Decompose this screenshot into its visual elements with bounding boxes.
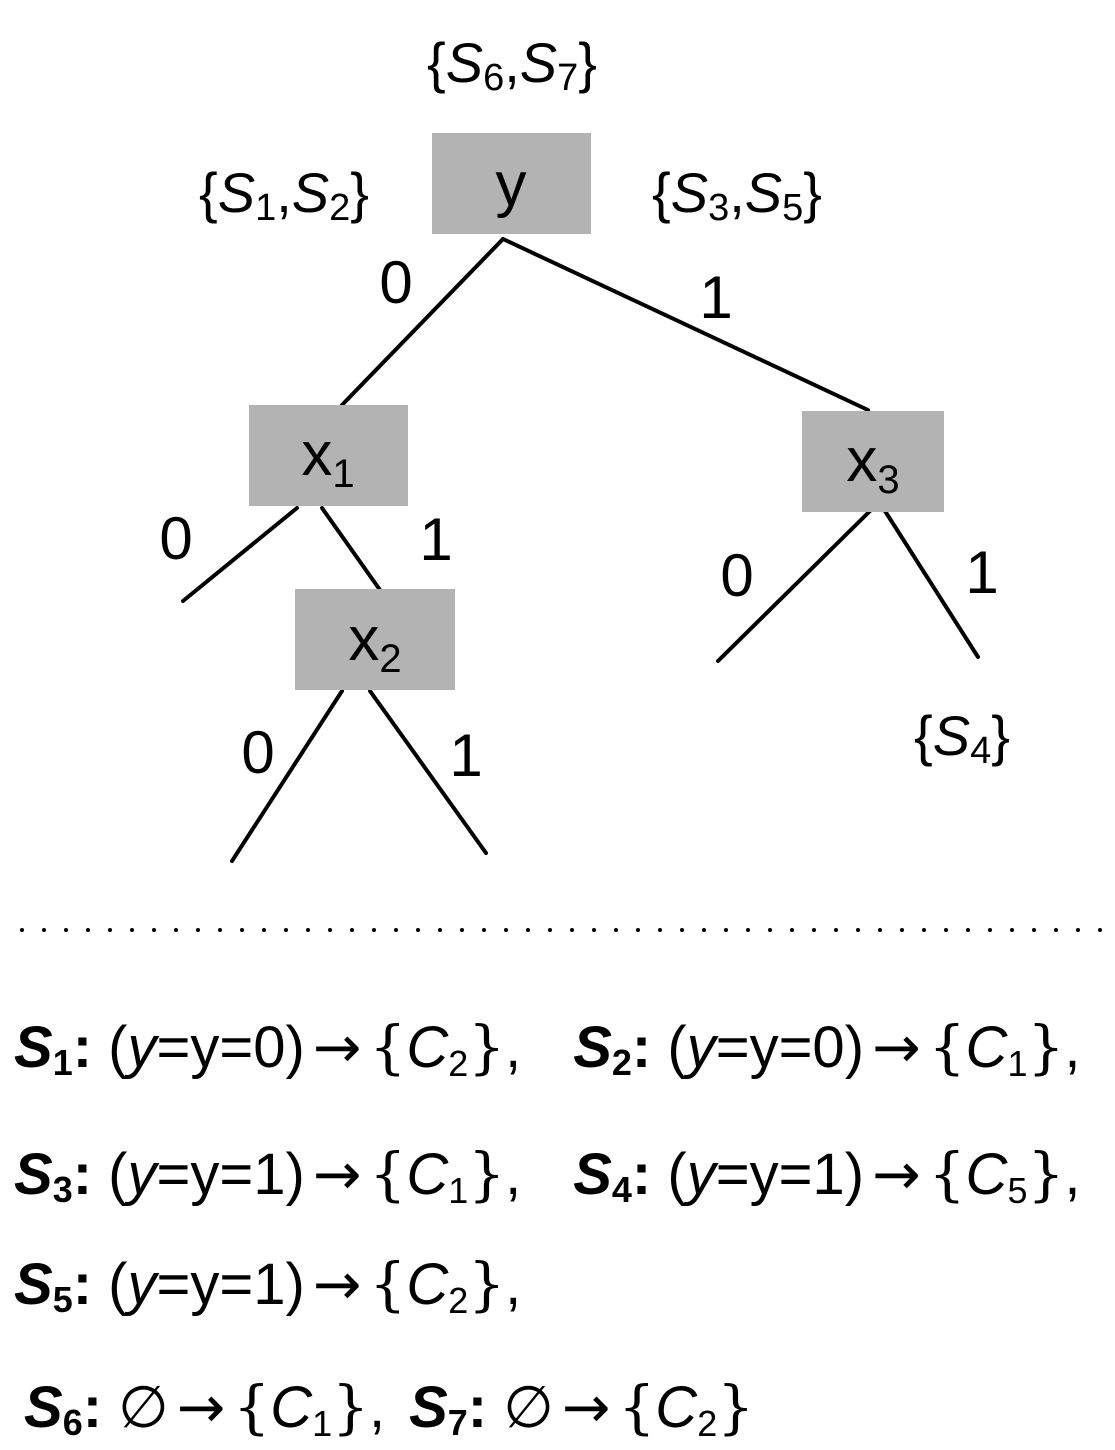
set-label-right: {S3,S5} (652, 161, 822, 229)
edge-label-x3-1: 1 (965, 539, 998, 606)
rules-row-2: S3: (y=y=1)→{C1},S4: (y=y=1)→{C5}, (14, 1145, 1080, 1209)
set-label-left: {S1,S2} (199, 161, 369, 229)
rule-s5: S5: (y=y=1)→{C2}, (14, 1250, 522, 1321)
edge-x3-left (716, 509, 872, 663)
edge-label-x2-1: 1 (449, 722, 482, 789)
edge-root-to-x3 (501, 237, 870, 412)
edge-label-x1-1: 1 (419, 506, 452, 573)
decision-tree-diagram: y x1 x3 x2 0 1 0 1 0 1 0 1 {S6,S7} {S1,S… (20, 31, 1110, 932)
rule-s1: S1: (y=y=0)→{C2}, (14, 1013, 522, 1084)
rules-row-1: S1: (y=y=0)→{C2},S2: (y=y=0)→{C1}, (14, 1018, 1080, 1082)
set-label-top: {S6,S7} (427, 31, 597, 99)
rule-s6: S6: ∅→{C1}, (24, 1373, 386, 1444)
node-x3-box (802, 411, 944, 512)
node-x2-box (295, 589, 455, 690)
rule-s7: S7: ∅→{C2} (409, 1373, 755, 1444)
edge-label-x2-0: 0 (241, 719, 274, 786)
node-root-box (432, 133, 591, 234)
edge-x1-to-x2 (320, 506, 382, 592)
edge-x3-right (883, 509, 980, 659)
tree-edges (181, 237, 980, 863)
edge-label-x3-0: 0 (720, 542, 753, 609)
node-x3: x3 (802, 411, 944, 512)
node-x2: x2 (295, 589, 455, 690)
edge-label-x1-0: 0 (159, 505, 192, 572)
node-x2-label: x2 (348, 605, 401, 681)
rule-s4: S4: (y=y=1)→{C5}, (573, 1140, 1081, 1211)
set-label-leaf: {S4} (914, 704, 1010, 772)
rule-s3: S3: (y=y=1)→{C1}, (14, 1140, 522, 1211)
node-x1-label: x1 (301, 420, 354, 496)
edge-x2-left (230, 689, 344, 863)
edge-root-to-x1 (340, 237, 505, 407)
edge-x2-right (368, 689, 488, 855)
edge-label-root-1: 1 (699, 264, 732, 331)
rule-s2: S2: (y=y=0)→{C1}, (573, 1013, 1081, 1084)
node-x1-box (249, 405, 408, 506)
edge-labels: 0 1 0 1 0 1 0 1 (159, 249, 998, 789)
rules-row-3: S5: (y=y=1)→{C2}, (14, 1255, 521, 1319)
edge-x1-left (181, 506, 299, 603)
node-root: y (432, 133, 591, 234)
node-x1: x1 (249, 405, 408, 506)
rules-row-4: S6: ∅→{C1},S7: ∅→{C2} (24, 1378, 754, 1442)
set-labels: {S6,S7} {S1,S2} {S3,S5} {S4} (199, 31, 1010, 772)
node-x3-label: x3 (846, 426, 899, 502)
node-root-label: y (496, 150, 527, 219)
edge-label-root-0: 0 (379, 249, 412, 316)
